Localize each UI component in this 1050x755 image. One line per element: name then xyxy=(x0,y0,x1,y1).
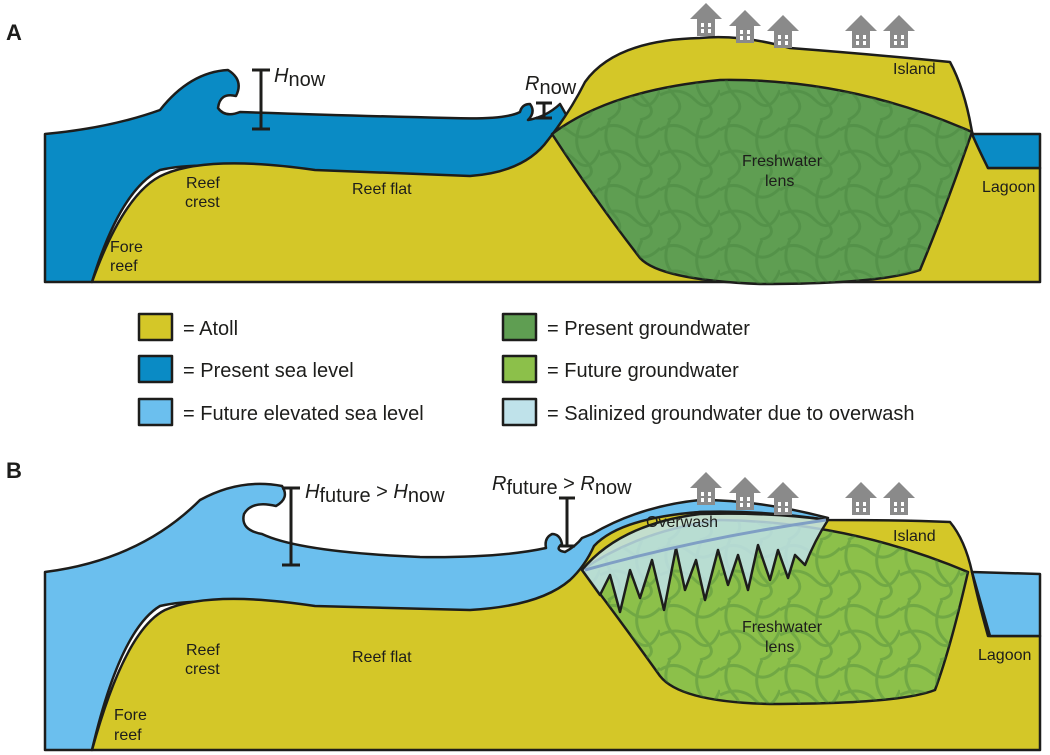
panel-b-h-bar xyxy=(282,486,300,567)
house-icon xyxy=(690,3,722,36)
panel-a: A Hnow Rnow Island Freshwater xyxy=(6,3,1042,286)
panel-a-lagoon-label: Lagoon xyxy=(982,179,1035,196)
panel-a-lens-label-2: lens xyxy=(765,173,794,190)
panel-b-r-label: Rfuture > Rnow xyxy=(492,473,632,499)
panel-b-lens-label-1: Freshwater xyxy=(742,619,823,636)
panel-b-salinized-zone xyxy=(580,512,830,614)
legend-text-atoll: = Atoll xyxy=(183,318,238,340)
panel-b-overwash-line xyxy=(584,518,827,572)
legend-swatch-present-groundwater xyxy=(501,312,538,342)
panel-a-reef-crest-1: Reef xyxy=(186,175,220,192)
panel-b-lens-texture xyxy=(582,520,968,704)
house-icon xyxy=(845,15,877,48)
legend-text-salinized: = Salinized groundwater due to overwash xyxy=(547,403,914,425)
panel-a-reef-flat: Reef flat xyxy=(352,181,412,198)
panel-a-lagoon-water xyxy=(970,132,1042,170)
legend-swatch-atoll xyxy=(137,312,174,342)
legend-text-future-sea: = Future elevated sea level xyxy=(183,403,424,425)
legend-swatch-future-sea xyxy=(137,397,174,427)
house-icon xyxy=(883,482,915,515)
panel-a-h-label: Hnow xyxy=(274,65,326,91)
panel-b-lagoon-water xyxy=(970,570,1042,638)
house-icon xyxy=(883,15,915,48)
panel-b-island-label: Island xyxy=(893,528,936,545)
panel-a-r-label: Rnow xyxy=(525,73,577,99)
panel-b-label: B xyxy=(6,458,22,483)
panel-b: B Hfuture > Hnow Rfutu xyxy=(6,458,1042,752)
panel-b-reef-crest-2: crest xyxy=(185,661,220,678)
legend-text-present-sea: = Present sea level xyxy=(183,360,354,382)
legend-swatch-future-groundwater xyxy=(501,354,538,384)
panel-b-r-bar xyxy=(559,496,575,548)
legend-text-future-groundwater: = Future groundwater xyxy=(547,360,739,382)
panel-a-lens-label-1: Freshwater xyxy=(742,153,823,170)
panel-b-fore-reef-1: Fore xyxy=(114,707,147,724)
panel-b-lagoon-label: Lagoon xyxy=(978,647,1031,664)
panel-a-fore-reef-2: reef xyxy=(110,258,138,275)
legend: = Atoll = Present sea level = Future ele… xyxy=(137,312,914,427)
house-icon xyxy=(845,482,877,515)
panel-b-reef-crest-1: Reef xyxy=(186,642,220,659)
panel-a-h-bar xyxy=(252,68,270,131)
panel-b-fore-reef-2: reef xyxy=(114,727,142,744)
panel-a-r-bar xyxy=(536,101,552,120)
panel-b-h-label: Hfuture > Hnow xyxy=(305,481,445,507)
panel-a-island-label: Island xyxy=(893,61,936,78)
panel-a-label: A xyxy=(6,20,22,45)
panel-b-reef-flat: Reef flat xyxy=(352,649,412,666)
legend-text-present-groundwater: = Present groundwater xyxy=(547,318,750,340)
panel-b-lens-label-2: lens xyxy=(765,639,794,656)
panel-a-lens-texture xyxy=(552,79,972,284)
panel-a-reef-crest-2: crest xyxy=(185,194,220,211)
legend-swatch-salinized xyxy=(501,397,538,427)
panel-a-fore-reef-1: Fore xyxy=(110,239,143,256)
panel-b-overwash-label: Overwash xyxy=(646,514,718,531)
legend-swatch-present-sea xyxy=(137,354,174,384)
